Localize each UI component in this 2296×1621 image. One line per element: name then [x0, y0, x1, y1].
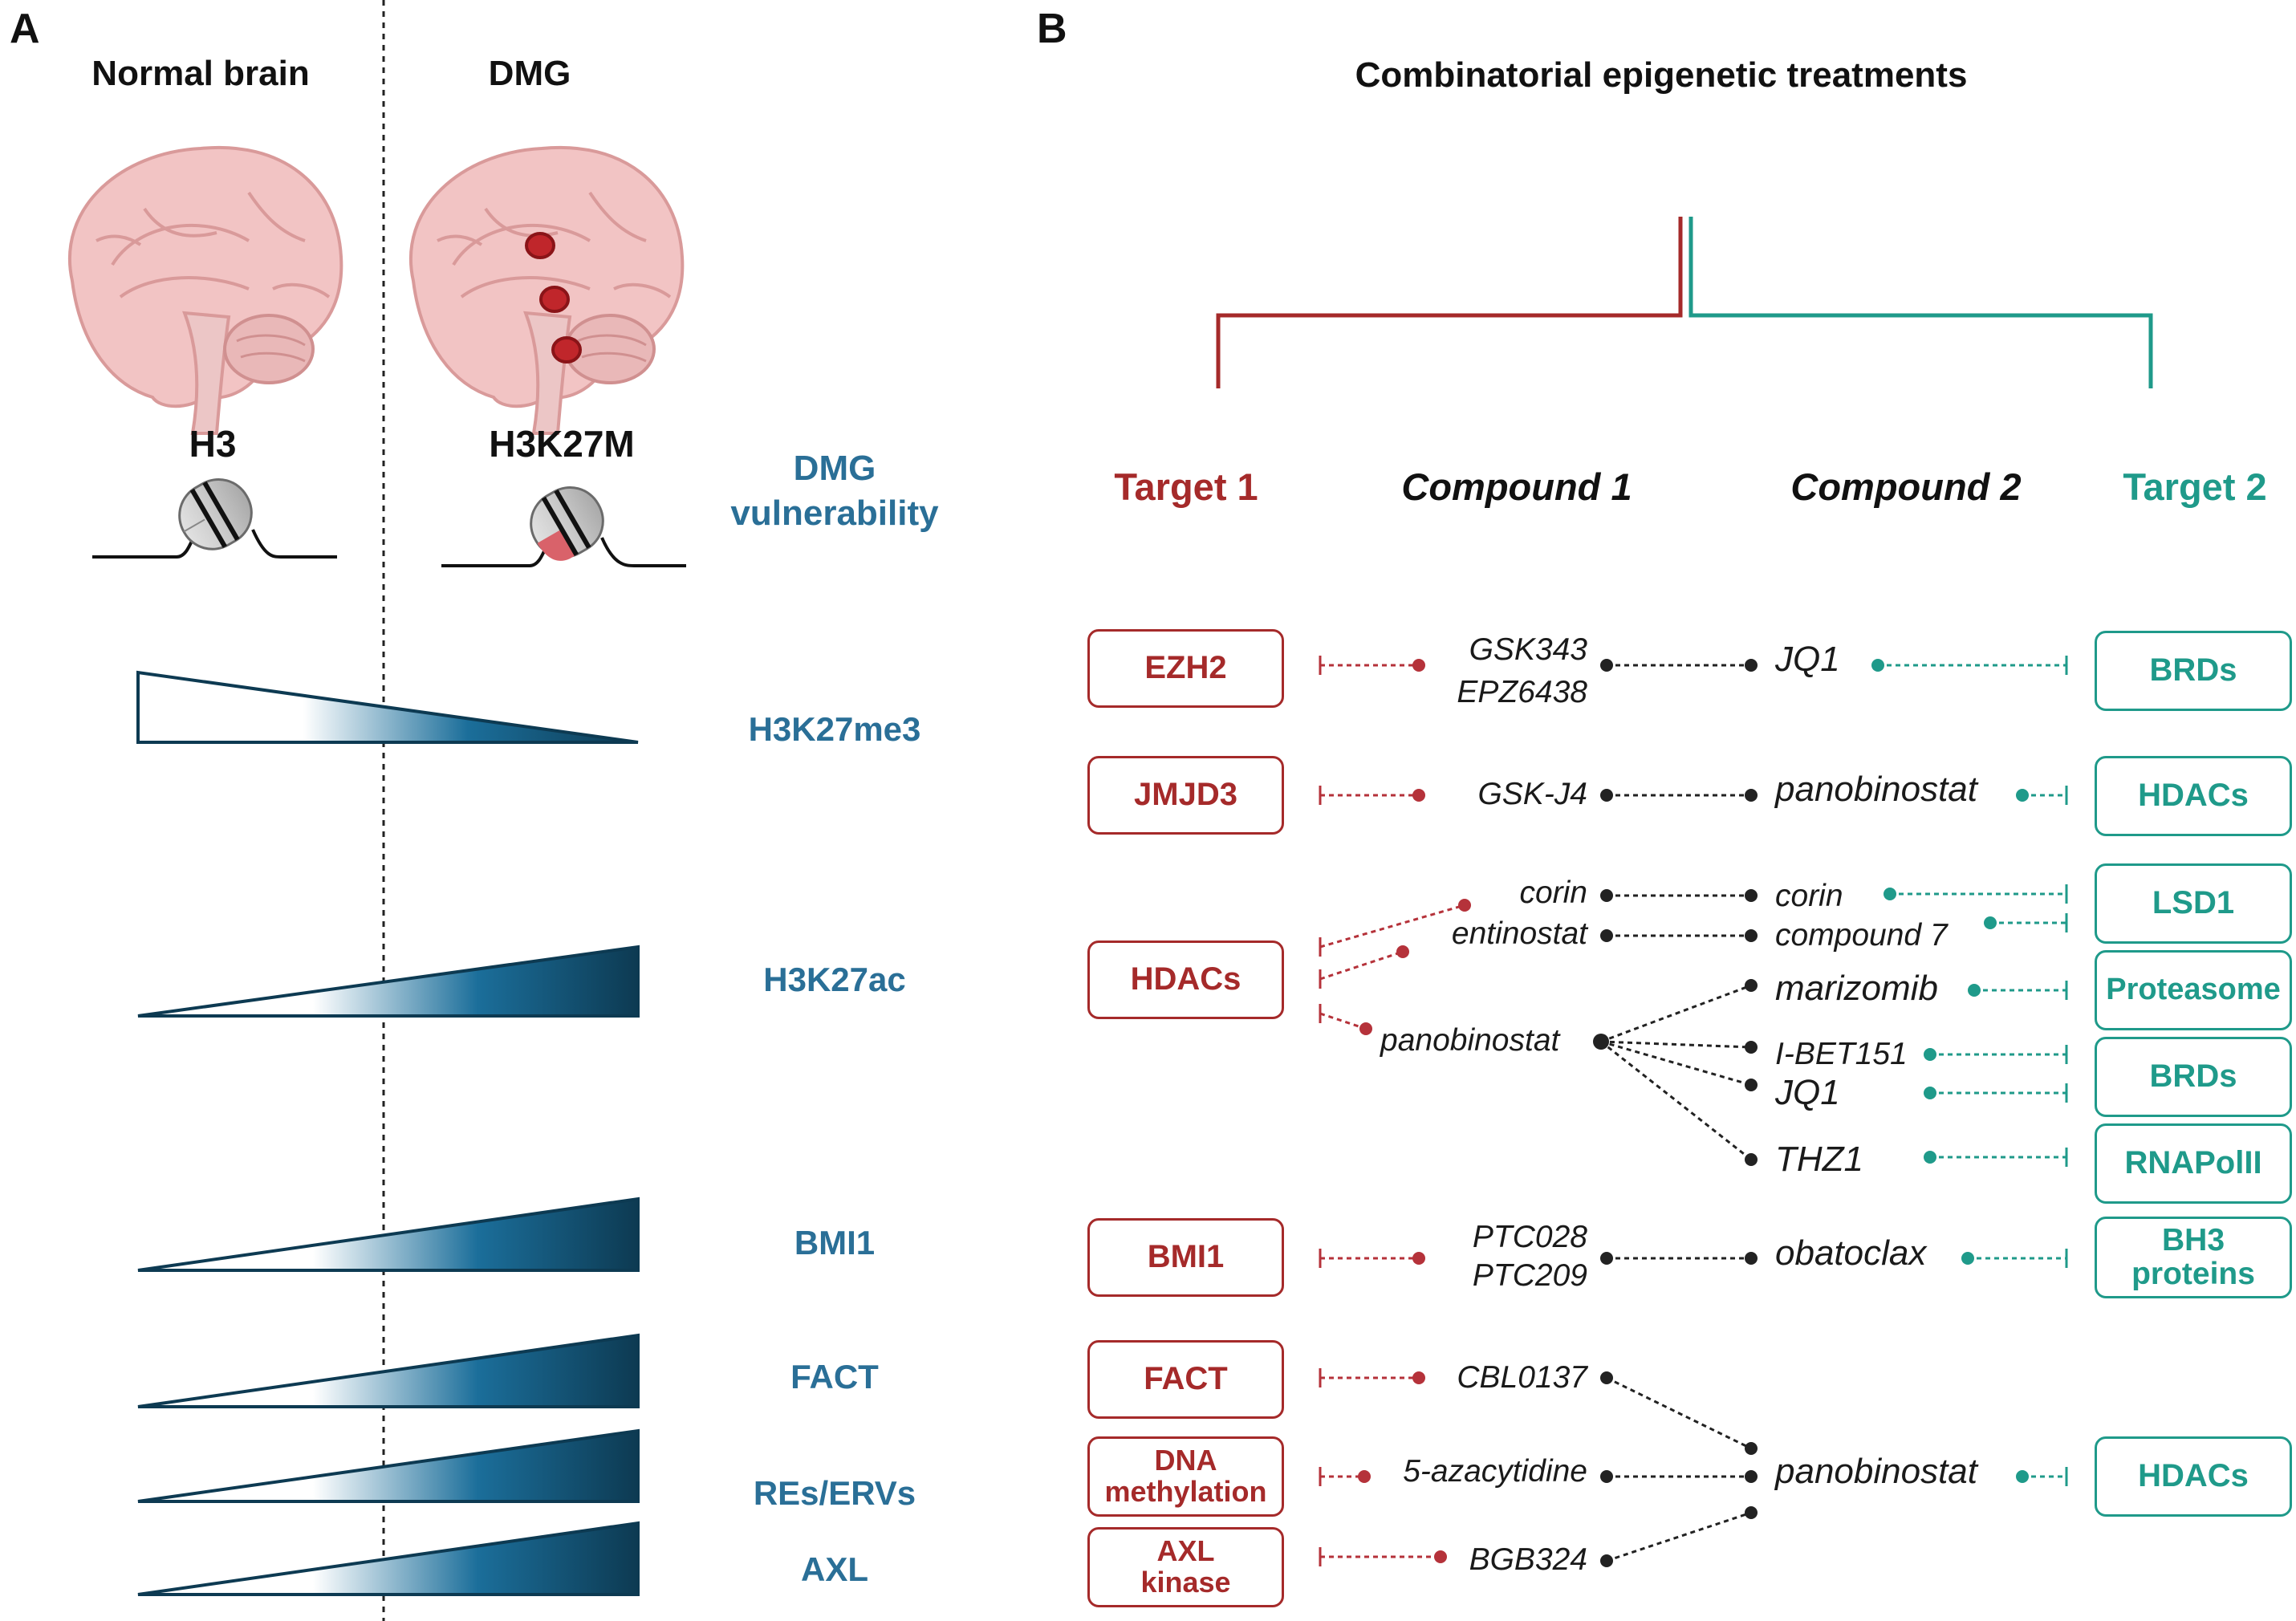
compound1-label: panobinostat	[1380, 1023, 1560, 1058]
target2-box: RNAPolII	[2095, 1123, 2292, 1204]
compound1-label: 5-azacytidine	[1403, 1454, 1587, 1489]
compound2-label: obatoclax	[1775, 1233, 1927, 1273]
tumor-spot-icon	[525, 232, 582, 364]
compound1-label: PTC028	[1472, 1220, 1587, 1254]
connectors-teal-dots	[1871, 659, 2029, 1483]
compound1-label: PTC209	[1472, 1258, 1587, 1293]
connectors-teal	[1878, 664, 2066, 1478]
mark-label: AXL	[801, 1550, 868, 1588]
compound2-label: JQ1	[1775, 640, 1840, 679]
target1-box: HDACs	[1087, 941, 1284, 1019]
compound2-label: panobinostat	[1775, 1452, 1977, 1491]
bracket-red	[1216, 217, 1683, 388]
connectors-red	[1319, 664, 1465, 1558]
target2-box: HDACs	[2095, 1436, 2292, 1517]
target2-box: BRDs	[2095, 631, 2292, 711]
triangle-bmi1	[137, 1196, 640, 1272]
connectors-black-dots	[1593, 659, 1758, 1567]
bracket-teal	[1688, 217, 2153, 388]
compound1-label: EPZ6438	[1457, 675, 1587, 709]
target2-box: LSD1	[2095, 863, 2292, 944]
mark-label: FACT	[790, 1358, 879, 1396]
compound2-label: marizomib	[1775, 969, 1938, 1008]
target2-box: BRDs	[2095, 1037, 2292, 1117]
panel-b-title: Combinatorial epigenetic treatments	[1355, 55, 1968, 95]
compound1-label: CBL0137	[1457, 1360, 1587, 1395]
brain-dmg-icon	[408, 145, 685, 435]
nucleosome-mutant-icon	[441, 486, 686, 567]
triangle-fact	[137, 1333, 640, 1408]
target1-box: JMJD3	[1087, 756, 1284, 835]
header-target-2: Target 2	[2123, 465, 2267, 508]
triangle-h3k27me3	[136, 670, 639, 744]
compound1-label: GSK343	[1469, 632, 1587, 667]
mark-label: H3K27me3	[748, 710, 921, 748]
trend-triangles	[136, 670, 640, 1596]
target2-box: Proteasome	[2095, 950, 2292, 1030]
target1-box: BMI1	[1087, 1218, 1284, 1297]
compound2-label: I-BET151	[1775, 1037, 1908, 1071]
compound1-label: GSK-J4	[1477, 777, 1587, 811]
header-target-1: Target 1	[1114, 465, 1258, 508]
compound2-label: panobinostat	[1775, 770, 1977, 809]
panel-letter-a: A	[10, 6, 40, 52]
compound1-label: entinostat	[1451, 916, 1587, 951]
vulnerability-title-line2: vulnerability	[730, 494, 939, 533]
compound2-label: JQ1	[1775, 1073, 1840, 1112]
column-dmg: DMG	[488, 54, 571, 93]
header-compound-1: Compound 1	[1401, 465, 1632, 508]
compound2-label: corin	[1775, 879, 1843, 913]
connectors-black	[1600, 664, 1752, 1562]
panel-letter-b: B	[1037, 6, 1067, 52]
column-normal-brain: Normal brain	[91, 54, 310, 93]
compound2-label: compound 7	[1775, 918, 1948, 953]
compound2-label: THZ1	[1775, 1140, 1863, 1179]
triangle-res-ervs	[137, 1428, 640, 1503]
target1-box: EZH2	[1087, 629, 1284, 708]
vulnerability-title-line1: DMG	[793, 449, 876, 488]
mark-label: BMI1	[794, 1224, 876, 1261]
histone-h3: H3	[189, 423, 237, 465]
header-compound-2: Compound 2	[1790, 465, 2022, 508]
target2-box: HDACs	[2095, 756, 2292, 836]
connectors-red-dots	[1358, 659, 1471, 1563]
histone-h3k27m: H3K27M	[489, 423, 635, 465]
triangle-axl	[137, 1521, 640, 1596]
brain-sagittal-icon	[67, 145, 343, 435]
mark-label: REs/ERVs	[753, 1474, 916, 1512]
target1-box: FACT	[1087, 1340, 1284, 1419]
nucleosome-icon	[92, 478, 337, 559]
compound1-label: corin	[1519, 876, 1587, 910]
triangle-h3k27ac	[137, 945, 640, 1018]
mark-label: H3K27ac	[763, 961, 906, 998]
compound1-label: BGB324	[1469, 1542, 1587, 1577]
